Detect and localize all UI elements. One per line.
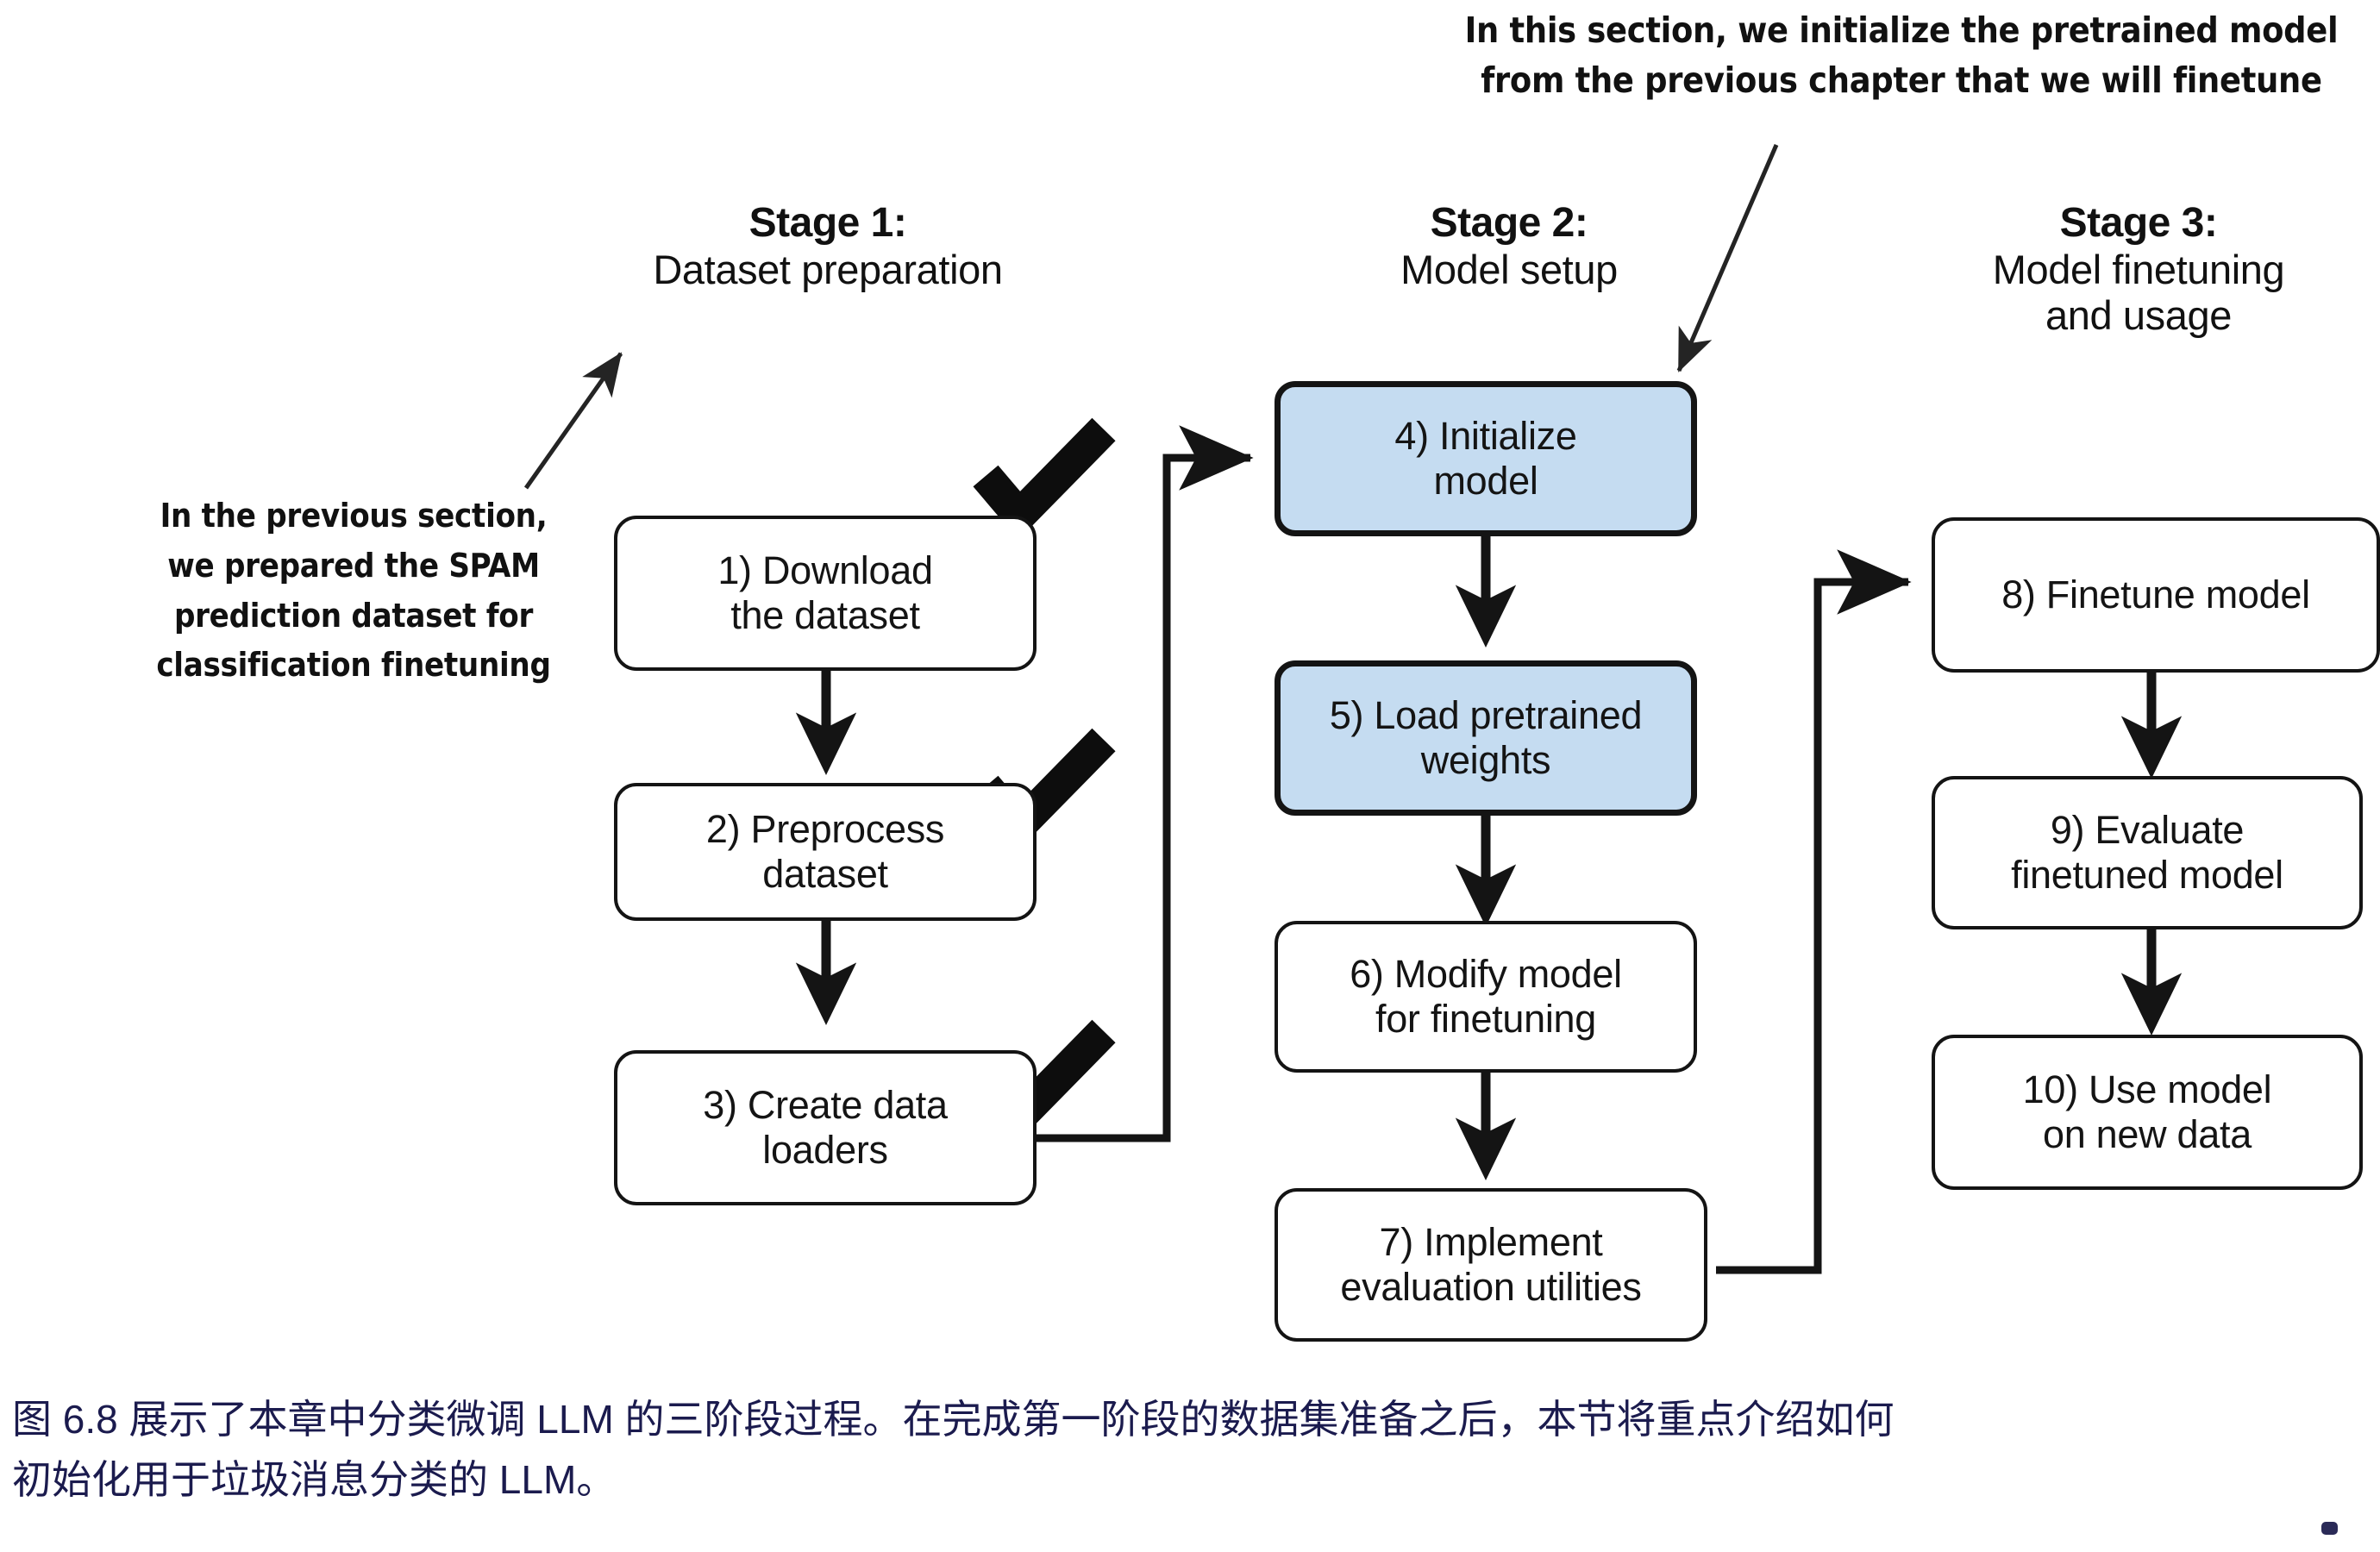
- node-3-line-2: loaders: [762, 1128, 888, 1172]
- node-10-line-1: 10) Use model: [2022, 1067, 2272, 1111]
- node-use-model-on-new-data[interactable]: 10) Use model on new data: [1932, 1035, 2363, 1190]
- node-load-pretrained-weights[interactable]: 5) Load pretrained weights: [1275, 660, 1697, 816]
- node-6-line-2: for finetuning: [1375, 997, 1596, 1041]
- stage-3-header: Stage 3: Model finetuning and usage: [1880, 200, 2380, 339]
- node-7-line-2: evaluation utilities: [1340, 1265, 1642, 1309]
- node-2-line-2: dataset: [762, 852, 888, 896]
- connector-stage1-to-stage4: [1035, 425, 1254, 1142]
- node-4-line-2: model: [1433, 459, 1538, 503]
- stage-1-subtitle-line-1: Dataset preparation: [653, 246, 1003, 292]
- left-annotation: In the previous section, we prepared the…: [112, 491, 595, 691]
- node-5-line-1: 5) Load pretrained: [1329, 692, 1643, 737]
- node-8-line-1: 8) Finetune model: [2001, 572, 2310, 616]
- stage-2-header: Stage 2: Model setup: [1268, 200, 1751, 292]
- top-annotation: In this section, we initialize the pretr…: [1431, 5, 2371, 105]
- node-2-line-1: 2) Preprocess: [705, 806, 945, 851]
- figure-caption: 图 6.8 展示了本章中分类微调 LLM 的三阶段过程。在完成第一阶段的数据集准…: [12, 1390, 2375, 1511]
- node-9-line-1: 9) Evaluate: [2050, 807, 2245, 852]
- stage-3-subtitle-line-1: Model finetuning: [1992, 246, 2285, 292]
- node-create-data-loaders[interactable]: 3) Create data loaders: [614, 1050, 1037, 1205]
- stage-3-subtitle-line-2: and usage: [2045, 292, 2232, 339]
- left-annotation-line-2: we prepared the SPAM: [167, 546, 540, 585]
- stage-3-title: Stage 3:: [2059, 200, 2218, 246]
- node-download-the-dataset[interactable]: 1) Download the dataset: [614, 516, 1037, 671]
- left-annotation-line-4: classification finetuning: [156, 646, 551, 685]
- left-annotation-pointer: [523, 352, 623, 490]
- top-annotation-line-1: In this section, we initialize the pretr…: [1464, 9, 2339, 51]
- top-annotation-line-2: from the previous chapter that we will f…: [1481, 59, 2322, 102]
- checkmark-icon-n1: [973, 417, 1116, 541]
- node-4-line-1: 4) Initialize: [1394, 413, 1577, 458]
- node-7-line-1: 7) Implement: [1379, 1219, 1603, 1264]
- left-annotation-line-1: In the previous section,: [160, 497, 548, 535]
- node-6-line-1: 6) Modify model: [1350, 951, 1622, 996]
- stage-1-header: Stage 1: Dataset preparation: [552, 200, 1104, 292]
- stage-2-title: Stage 2:: [1430, 200, 1588, 246]
- page-artifact-dot: [2321, 1522, 2338, 1535]
- node-modify-model-for-finetuning[interactable]: 6) Modify model for finetuning: [1275, 921, 1697, 1073]
- node-10-line-2: on new data: [2043, 1112, 2252, 1156]
- node-1-line-1: 1) Download: [717, 548, 933, 592]
- stage-1-title: Stage 1:: [748, 200, 907, 246]
- node-initialize-model[interactable]: 4) Initialize model: [1275, 381, 1697, 536]
- stage-2-subtitle-line-1: Model setup: [1400, 246, 1618, 292]
- node-5-line-2: weights: [1420, 738, 1551, 782]
- node-preprocess-dataset[interactable]: 2) Preprocess dataset: [614, 783, 1037, 921]
- left-annotation-line-3: prediction dataset for: [173, 596, 534, 635]
- node-evaluate-finetuned-model[interactable]: 9) Evaluate finetuned model: [1932, 776, 2363, 929]
- connector-stage2-to-stage8: [1716, 549, 1912, 1274]
- caption-line-1: 图 6.8 展示了本章中分类微调 LLM 的三阶段过程。在完成第一阶段的数据集准…: [12, 1397, 1895, 1442]
- node-9-line-2: finetuned model: [2011, 853, 2283, 897]
- node-1-line-2: the dataset: [730, 593, 920, 637]
- caption-line-2: 初始化用于垃圾消息分类的 LLM。: [12, 1456, 617, 1502]
- node-3-line-1: 3) Create data: [703, 1082, 948, 1127]
- node-implement-evaluation-utilities[interactable]: 7) Implement evaluation utilities: [1275, 1188, 1707, 1342]
- node-finetune-model[interactable]: 8) Finetune model: [1932, 517, 2380, 673]
